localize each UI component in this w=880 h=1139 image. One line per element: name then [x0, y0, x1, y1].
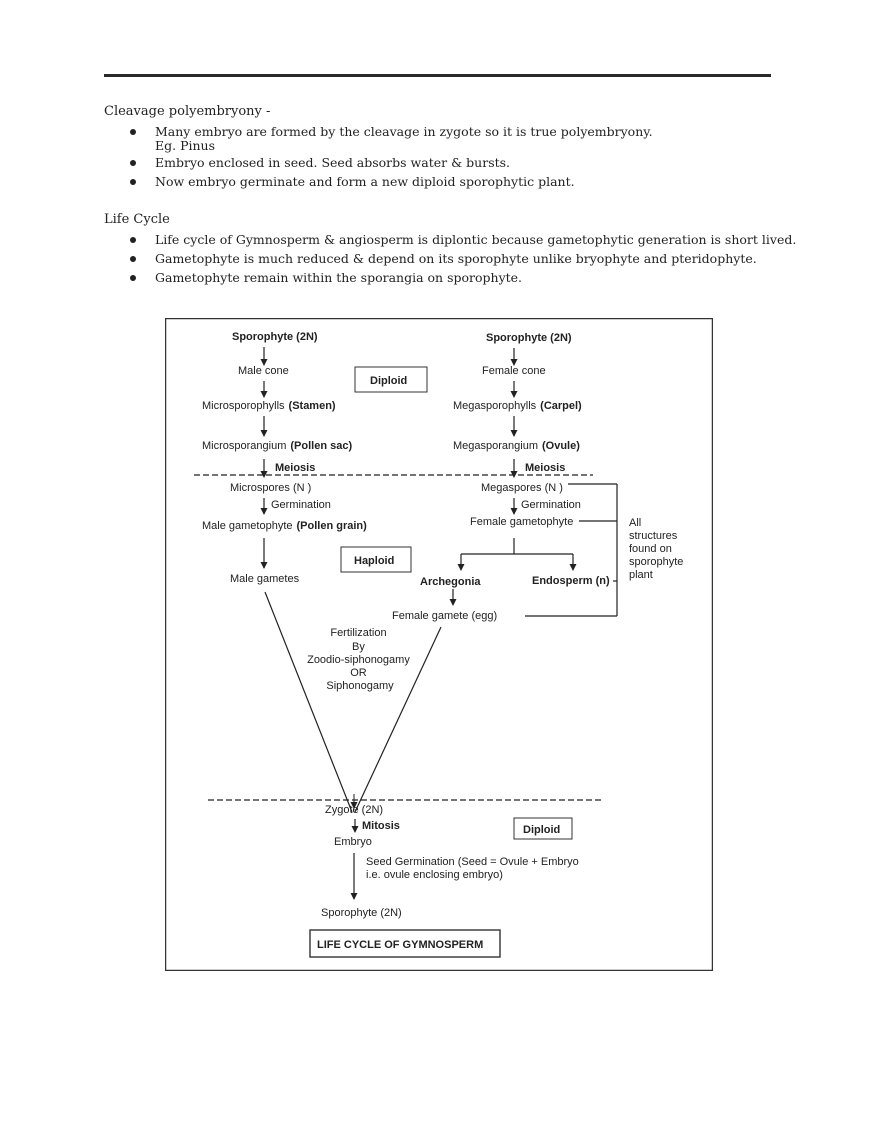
bullet-icon	[130, 237, 136, 243]
female-sporophyte-label: Sporophyte (2N)	[486, 332, 572, 344]
female-germination-label: Germination	[521, 499, 581, 511]
male-meiosis-label: Meiosis	[275, 462, 315, 474]
final-sporophyte-label: Sporophyte (2N)	[321, 907, 402, 919]
megaspores-label: Megaspores (N )	[481, 482, 563, 494]
lifecycle-list: Life cycle of Gymnosperm & angiosperm is…	[104, 230, 796, 287]
zygote-label: Zygote (2N)	[325, 804, 383, 816]
female-meiosis-label: Meiosis	[525, 462, 565, 474]
diagram-frame	[165, 318, 713, 971]
male-gametophyte-label: Male gametophyte (Pollen grain)	[202, 516, 367, 533]
bullet-icon	[130, 256, 136, 262]
list-item: Gametophyte remain within the sporangia …	[104, 268, 796, 287]
list-item: Embryo enclosed in seed. Seed absorbs wa…	[104, 153, 653, 172]
cleavage-list: Many embryo are formed by the cleavage i…	[104, 122, 653, 191]
male-germination-label: Germination	[271, 499, 331, 511]
female-gametophyte-label: Female gametophyte	[470, 516, 573, 528]
microspores-label: Microspores (N )	[230, 482, 311, 494]
mitosis-label: Mitosis	[362, 820, 400, 832]
list-item: Gametophyte is much reduced & depend on …	[104, 249, 796, 268]
bullet-icon	[130, 129, 136, 135]
header-rule	[104, 74, 771, 77]
male-gametes-label: Male gametes	[230, 573, 300, 585]
gymnosperm-life-cycle-diagram: Sporophyte (2N) Male cone Microsporophyl…	[165, 318, 713, 971]
cleavage-heading: Cleavage polyembryony -	[104, 104, 271, 119]
male-sporophyte-label: Sporophyte (2N)	[232, 331, 318, 343]
bullet-icon	[130, 179, 136, 185]
bracket-note: All structures found on sporophyte plant	[629, 517, 687, 581]
haploid-label: Haploid	[354, 555, 394, 567]
list-item: Many embryo are formed by the cleavage i…	[104, 122, 653, 153]
lifecycle-heading: Life Cycle	[104, 212, 170, 227]
fertilization-label: Fertilization By Zoodio-siphonogamy OR S…	[307, 627, 413, 692]
female-cone-label: Female cone	[482, 365, 546, 377]
microsporophylls-label: Microsporophylls (Stamen)	[202, 396, 336, 413]
diploid-label-bottom: Diploid	[523, 824, 560, 836]
megasporangium-label: Megasporangium (Ovule)	[453, 436, 580, 453]
example-text: Eg. Pinus	[155, 138, 215, 153]
female-gamete-label: Female gamete (egg)	[392, 610, 497, 622]
diploid-box-top	[354, 366, 428, 393]
diagram-svg: Sporophyte (2N) Male cone Microsporophyl…	[165, 318, 713, 971]
female-fertilization-line	[354, 626, 442, 813]
archegonia-label: Archegonia	[420, 576, 481, 588]
list-item: Now embryo germinate and form a new dipl…	[104, 172, 653, 191]
haploid-box	[340, 546, 412, 573]
microsporangium-label: Microsporangium (Pollen sac)	[202, 436, 352, 453]
endosperm-label: Endosperm (n)	[532, 575, 610, 587]
megasporophylls-label: Megasporophylls (Carpel)	[453, 396, 582, 413]
diagram-caption: LIFE CYCLE OF GYMNOSPERM	[317, 939, 483, 951]
seed-germination-label: Seed Germination (Seed = Ovule + Embryo …	[366, 856, 582, 881]
list-item: Life cycle of Gymnosperm & angiosperm is…	[104, 230, 796, 249]
male-fertilization-line	[264, 591, 353, 813]
bullet-icon	[130, 160, 136, 166]
male-cone-label: Male cone	[238, 365, 289, 377]
caption-box	[309, 929, 501, 958]
embryo-label: Embryo	[334, 836, 372, 848]
diploid-box-bottom	[513, 817, 573, 840]
diploid-label-top: Diploid	[370, 375, 407, 387]
bullet-icon	[130, 275, 136, 281]
